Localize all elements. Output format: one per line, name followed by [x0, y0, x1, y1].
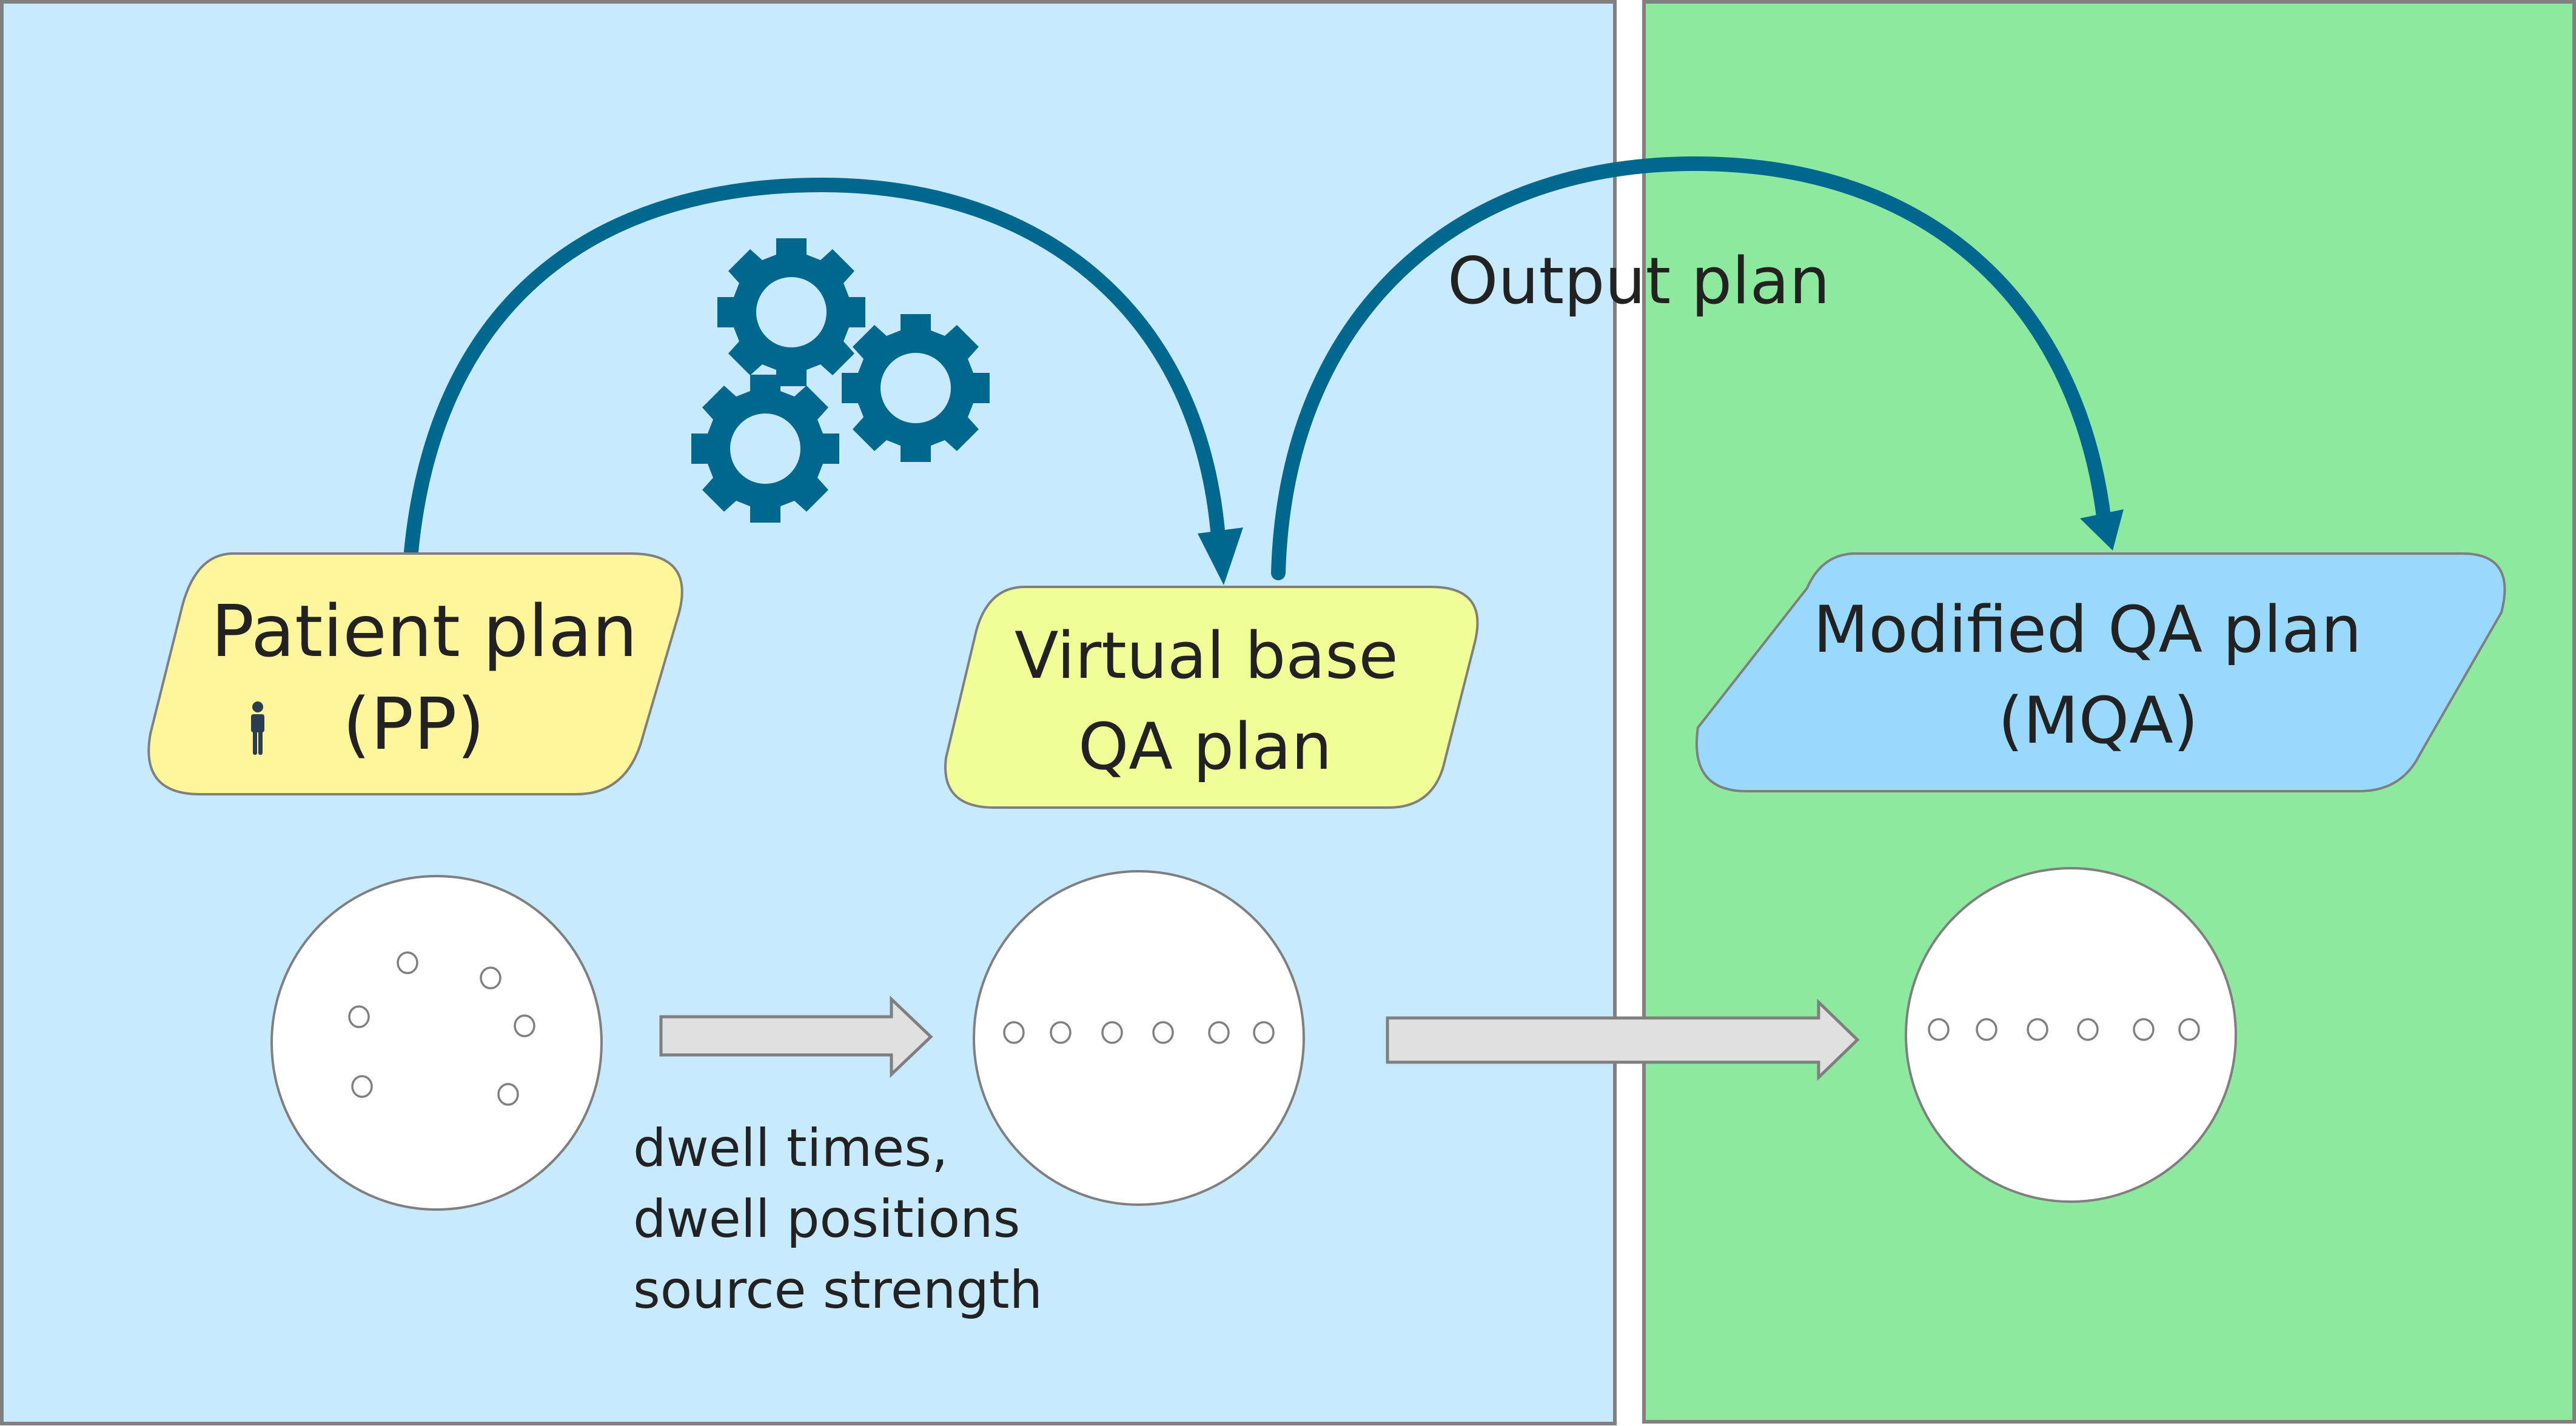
dwell-position-marker [1003, 1021, 1025, 1044]
patient-plan-abbr: (PP) [343, 682, 485, 766]
patient-plan-title: Patient plan [211, 589, 637, 673]
dwell-position-marker [1152, 1021, 1174, 1044]
dwell-position-marker [2133, 1018, 2155, 1041]
dwell-position-marker [1050, 1021, 1072, 1044]
output-plan-arrow [1271, 156, 2124, 580]
dwell-position-marker [2077, 1018, 2099, 1041]
dwell-position-marker [397, 951, 418, 974]
patient-plan-node[interactable]: Patient plan (PP) [147, 552, 683, 795]
dwell-position-marker [2178, 1018, 2200, 1041]
dwell-position-marker [351, 1075, 373, 1098]
patient-phantom [270, 875, 603, 1211]
dwell-position-marker [1253, 1021, 1275, 1044]
dwell-position-marker [2027, 1018, 2048, 1041]
modified-qa-plan-node[interactable]: Modified QA plan (MQA) [1695, 552, 2506, 792]
transfer-param-2: dwell positions [633, 1189, 1020, 1250]
transfer-param-3: source strength [633, 1260, 1042, 1321]
transfer-arrow-2 [1386, 999, 1860, 1081]
modified-qa-title: Modified QA plan [1813, 592, 2362, 667]
modified-qa-abbr: (MQA) [1998, 683, 2198, 758]
dwell-position-marker [480, 966, 501, 989]
dwell-position-marker [1101, 1021, 1123, 1044]
output-plan-label: Output plan [1447, 244, 1830, 318]
virtual-base-qa-plan-node[interactable]: Virtual base QA plan [944, 586, 1479, 809]
dwell-position-marker [348, 1005, 370, 1028]
dwell-position-marker [1976, 1018, 1997, 1041]
modified-qa-phantom [1905, 867, 2237, 1203]
transfer-arrow-1 [659, 996, 933, 1078]
virtual-base-title: Virtual base [1015, 618, 1398, 693]
dwell-position-marker [1208, 1021, 1230, 1044]
dwell-position-marker [514, 1014, 535, 1037]
transfer-param-1: dwell times, [633, 1118, 948, 1179]
virtual-base-phantom [973, 870, 1305, 1206]
process-arrow [404, 177, 1243, 585]
dwell-position-marker [497, 1083, 519, 1106]
person-icon [251, 701, 264, 755]
dwell-position-marker [1928, 1018, 1950, 1041]
virtual-base-subtitle: QA plan [1078, 709, 1332, 784]
